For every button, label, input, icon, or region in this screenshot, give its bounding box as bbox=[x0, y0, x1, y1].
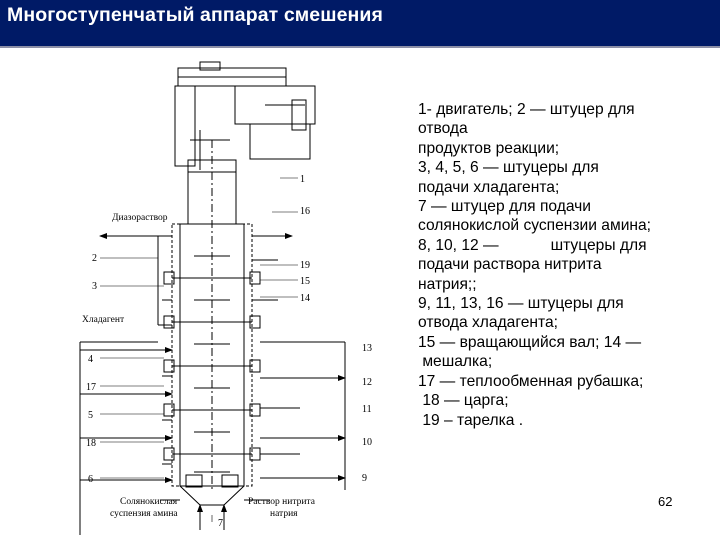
num-4: 4 bbox=[88, 354, 93, 365]
num-16: 16 bbox=[300, 206, 310, 217]
apparatus-drawing: Диазораствор Хладагент Солянокислая сусп… bbox=[79, 61, 372, 535]
num-2: 2 bbox=[92, 253, 97, 264]
legend-line: 17 — теплообменная рубашка; bbox=[418, 372, 644, 390]
legend-line: 1- двигатель; 2 — штуцер для bbox=[418, 101, 635, 118]
title-bar: Многоступенчатый аппарат смешения bbox=[0, 0, 720, 48]
legend-text: 1- двигатель; 2 — штуцер для отвода прод… bbox=[418, 100, 708, 430]
legend-line: подачи хладагента; bbox=[418, 178, 560, 196]
num-14: 14 bbox=[300, 293, 310, 304]
num-17: 17 bbox=[86, 382, 96, 393]
mixing-apparatus-diagram: Диазораствор Хладагент Солянокислая сусп… bbox=[60, 60, 390, 535]
legend-line: 3, 4, 5, 6 — штуцеры для bbox=[418, 159, 599, 177]
num-12: 12 bbox=[362, 377, 372, 388]
legend-line: 7 — штуцер для подачи bbox=[418, 198, 592, 216]
legend-line: 15 — вращающийся вал; 14 — bbox=[418, 333, 642, 351]
legend-line: 9, 11, 13, 16 — штуцеры для bbox=[418, 295, 624, 313]
column-body bbox=[163, 171, 261, 506]
label-amine-1: Солянокислая bbox=[120, 497, 178, 507]
label-nitrite-1: Раствор нитрита bbox=[248, 497, 316, 507]
legend-line: 8, 10, 12 — штуцеры для bbox=[418, 236, 647, 254]
bottom-feeds bbox=[160, 499, 270, 530]
legend-line: 19 – тарелка . bbox=[418, 411, 524, 429]
label-diazo: Диазораствор bbox=[112, 213, 168, 223]
legend-line: 18 — царга; bbox=[418, 392, 509, 410]
num-13: 13 bbox=[362, 343, 372, 354]
label-coolant: Хладагент bbox=[82, 315, 125, 325]
legend-line: солянокислой суспензии амина; bbox=[418, 217, 652, 235]
num-15: 15 bbox=[300, 276, 310, 287]
num-19: 19 bbox=[300, 260, 310, 271]
legend-line: отвода хладагента; bbox=[418, 314, 558, 332]
left-nozzles bbox=[79, 233, 173, 535]
legend-line: натрия;; bbox=[418, 275, 477, 293]
label-amine-2: суспензия амина bbox=[110, 509, 178, 519]
motor-drive bbox=[174, 61, 316, 173]
legend-line: отвода bbox=[418, 120, 468, 138]
num-7: 7 bbox=[218, 518, 223, 529]
label-nitrite-2: натрия bbox=[270, 509, 298, 519]
page-number: 62 bbox=[658, 494, 673, 509]
num-18: 18 bbox=[86, 438, 96, 449]
num-1: 1 bbox=[300, 174, 305, 185]
right-nozzles bbox=[252, 233, 346, 490]
num-6: 6 bbox=[88, 474, 93, 485]
legend-line: подачи раствора нитрита bbox=[418, 256, 602, 274]
num-5: 5 bbox=[88, 410, 93, 421]
page-title: Многоступенчатый аппарат смешения bbox=[7, 4, 383, 26]
legend-line: мешалка; bbox=[418, 353, 493, 371]
legend-line: продуктов реакции; bbox=[418, 139, 560, 157]
leader-lines bbox=[100, 177, 298, 522]
num-10: 10 bbox=[362, 437, 372, 448]
num-11: 11 bbox=[362, 404, 372, 415]
num-9: 9 bbox=[362, 473, 367, 484]
num-3: 3 bbox=[92, 281, 97, 292]
